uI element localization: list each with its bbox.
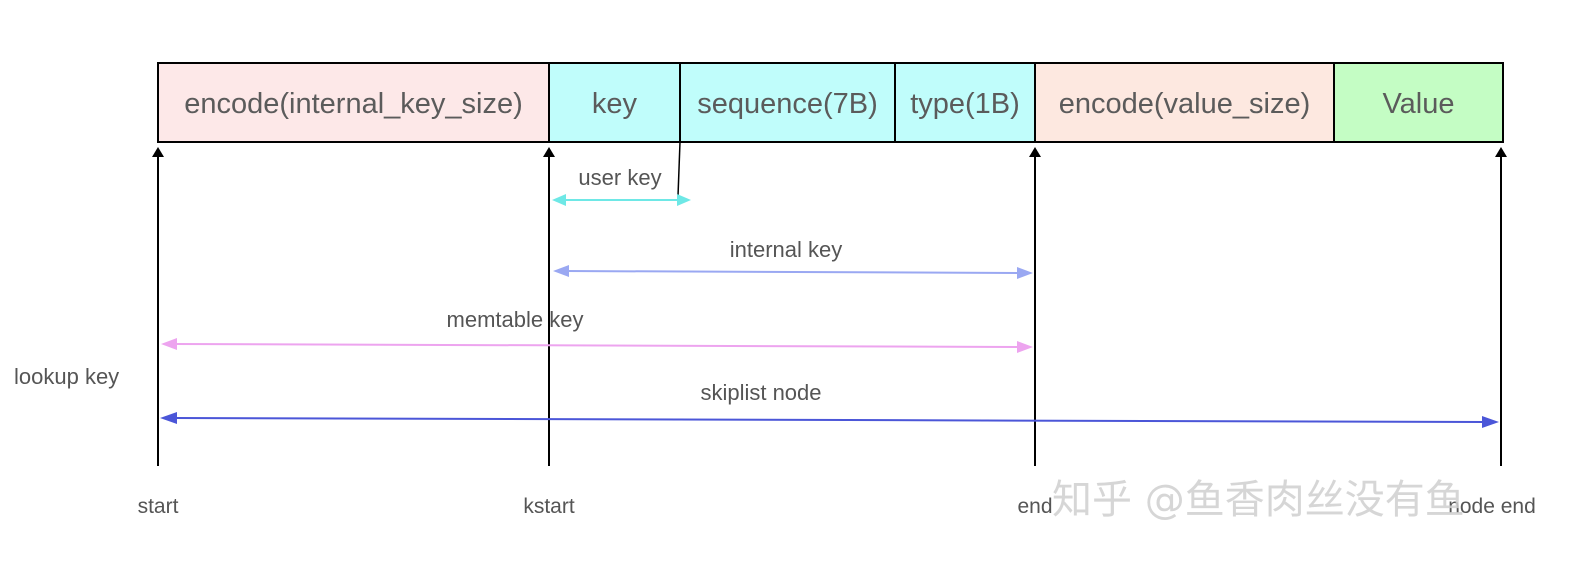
field-value-size: encode(value_size) bbox=[1034, 62, 1335, 143]
memtable-key-range: memtable key bbox=[161, 307, 1033, 353]
skiplist-node-arrow-left-head bbox=[160, 412, 177, 424]
record-fields-row: encode(internal_key_size) key sequence(7… bbox=[157, 62, 1504, 143]
internal-key-range: internal key bbox=[553, 237, 1033, 279]
field-key: key bbox=[548, 62, 681, 143]
field-sequence: sequence(7B) bbox=[679, 62, 896, 143]
memtable-key-arrow-right-head bbox=[1017, 341, 1033, 353]
node-end-label: node end bbox=[1448, 495, 1536, 518]
skiplist-node-arrow-right-head bbox=[1482, 416, 1499, 428]
zhihu-watermark: 知乎 @鱼香肉丝没有鱼 bbox=[1052, 477, 1465, 523]
kstart-label: kstart bbox=[523, 495, 575, 518]
field-type-label: type(1B) bbox=[910, 88, 1020, 120]
internal-key-arrow-left-head bbox=[553, 265, 569, 277]
field-internal-key-size-label: encode(internal_key_size) bbox=[184, 88, 523, 120]
field-internal-key-size: encode(internal_key_size) bbox=[157, 62, 550, 143]
position-labels: start kstart end node end bbox=[138, 495, 1536, 518]
field-key-label: key bbox=[592, 88, 638, 120]
field-value-label: Value bbox=[1382, 88, 1454, 120]
skiplist-node-arrow-line bbox=[173, 417, 1486, 423]
memtable-key-arrow-line bbox=[173, 343, 1020, 348]
end-label: end bbox=[1017, 495, 1052, 518]
field-type: type(1B) bbox=[894, 62, 1036, 143]
field-key-box bbox=[548, 62, 681, 143]
position-markers bbox=[152, 147, 1507, 466]
user-key-arrow-right-head bbox=[677, 194, 691, 206]
user-key-divider-tick bbox=[677, 141, 681, 197]
memtable-key-arrow-left-head bbox=[161, 338, 177, 350]
user-key-range: user key bbox=[552, 141, 691, 206]
field-sequence-box bbox=[679, 62, 896, 143]
field-internal-key-size-box bbox=[157, 62, 550, 143]
field-value-box bbox=[1333, 62, 1504, 143]
user-key-label: user key bbox=[578, 165, 661, 190]
internal-key-arrow-right-head bbox=[1017, 267, 1033, 279]
field-value-size-label: encode(value_size) bbox=[1059, 88, 1310, 120]
user-key-arrow-left-head bbox=[552, 194, 566, 206]
skiplist-node-range: skiplist node bbox=[160, 380, 1499, 428]
memtable-key-label: memtable key bbox=[447, 307, 584, 332]
internal-key-arrow-line bbox=[564, 270, 1020, 274]
skiplist-node-label: skiplist node bbox=[700, 380, 821, 405]
field-value-size-box bbox=[1034, 62, 1335, 143]
start-label: start bbox=[138, 495, 179, 518]
field-sequence-label: sequence(7B) bbox=[697, 88, 878, 120]
internal-key-label: internal key bbox=[730, 237, 843, 262]
lookup-key-label: lookup key bbox=[14, 364, 119, 389]
field-value: Value bbox=[1333, 62, 1504, 143]
